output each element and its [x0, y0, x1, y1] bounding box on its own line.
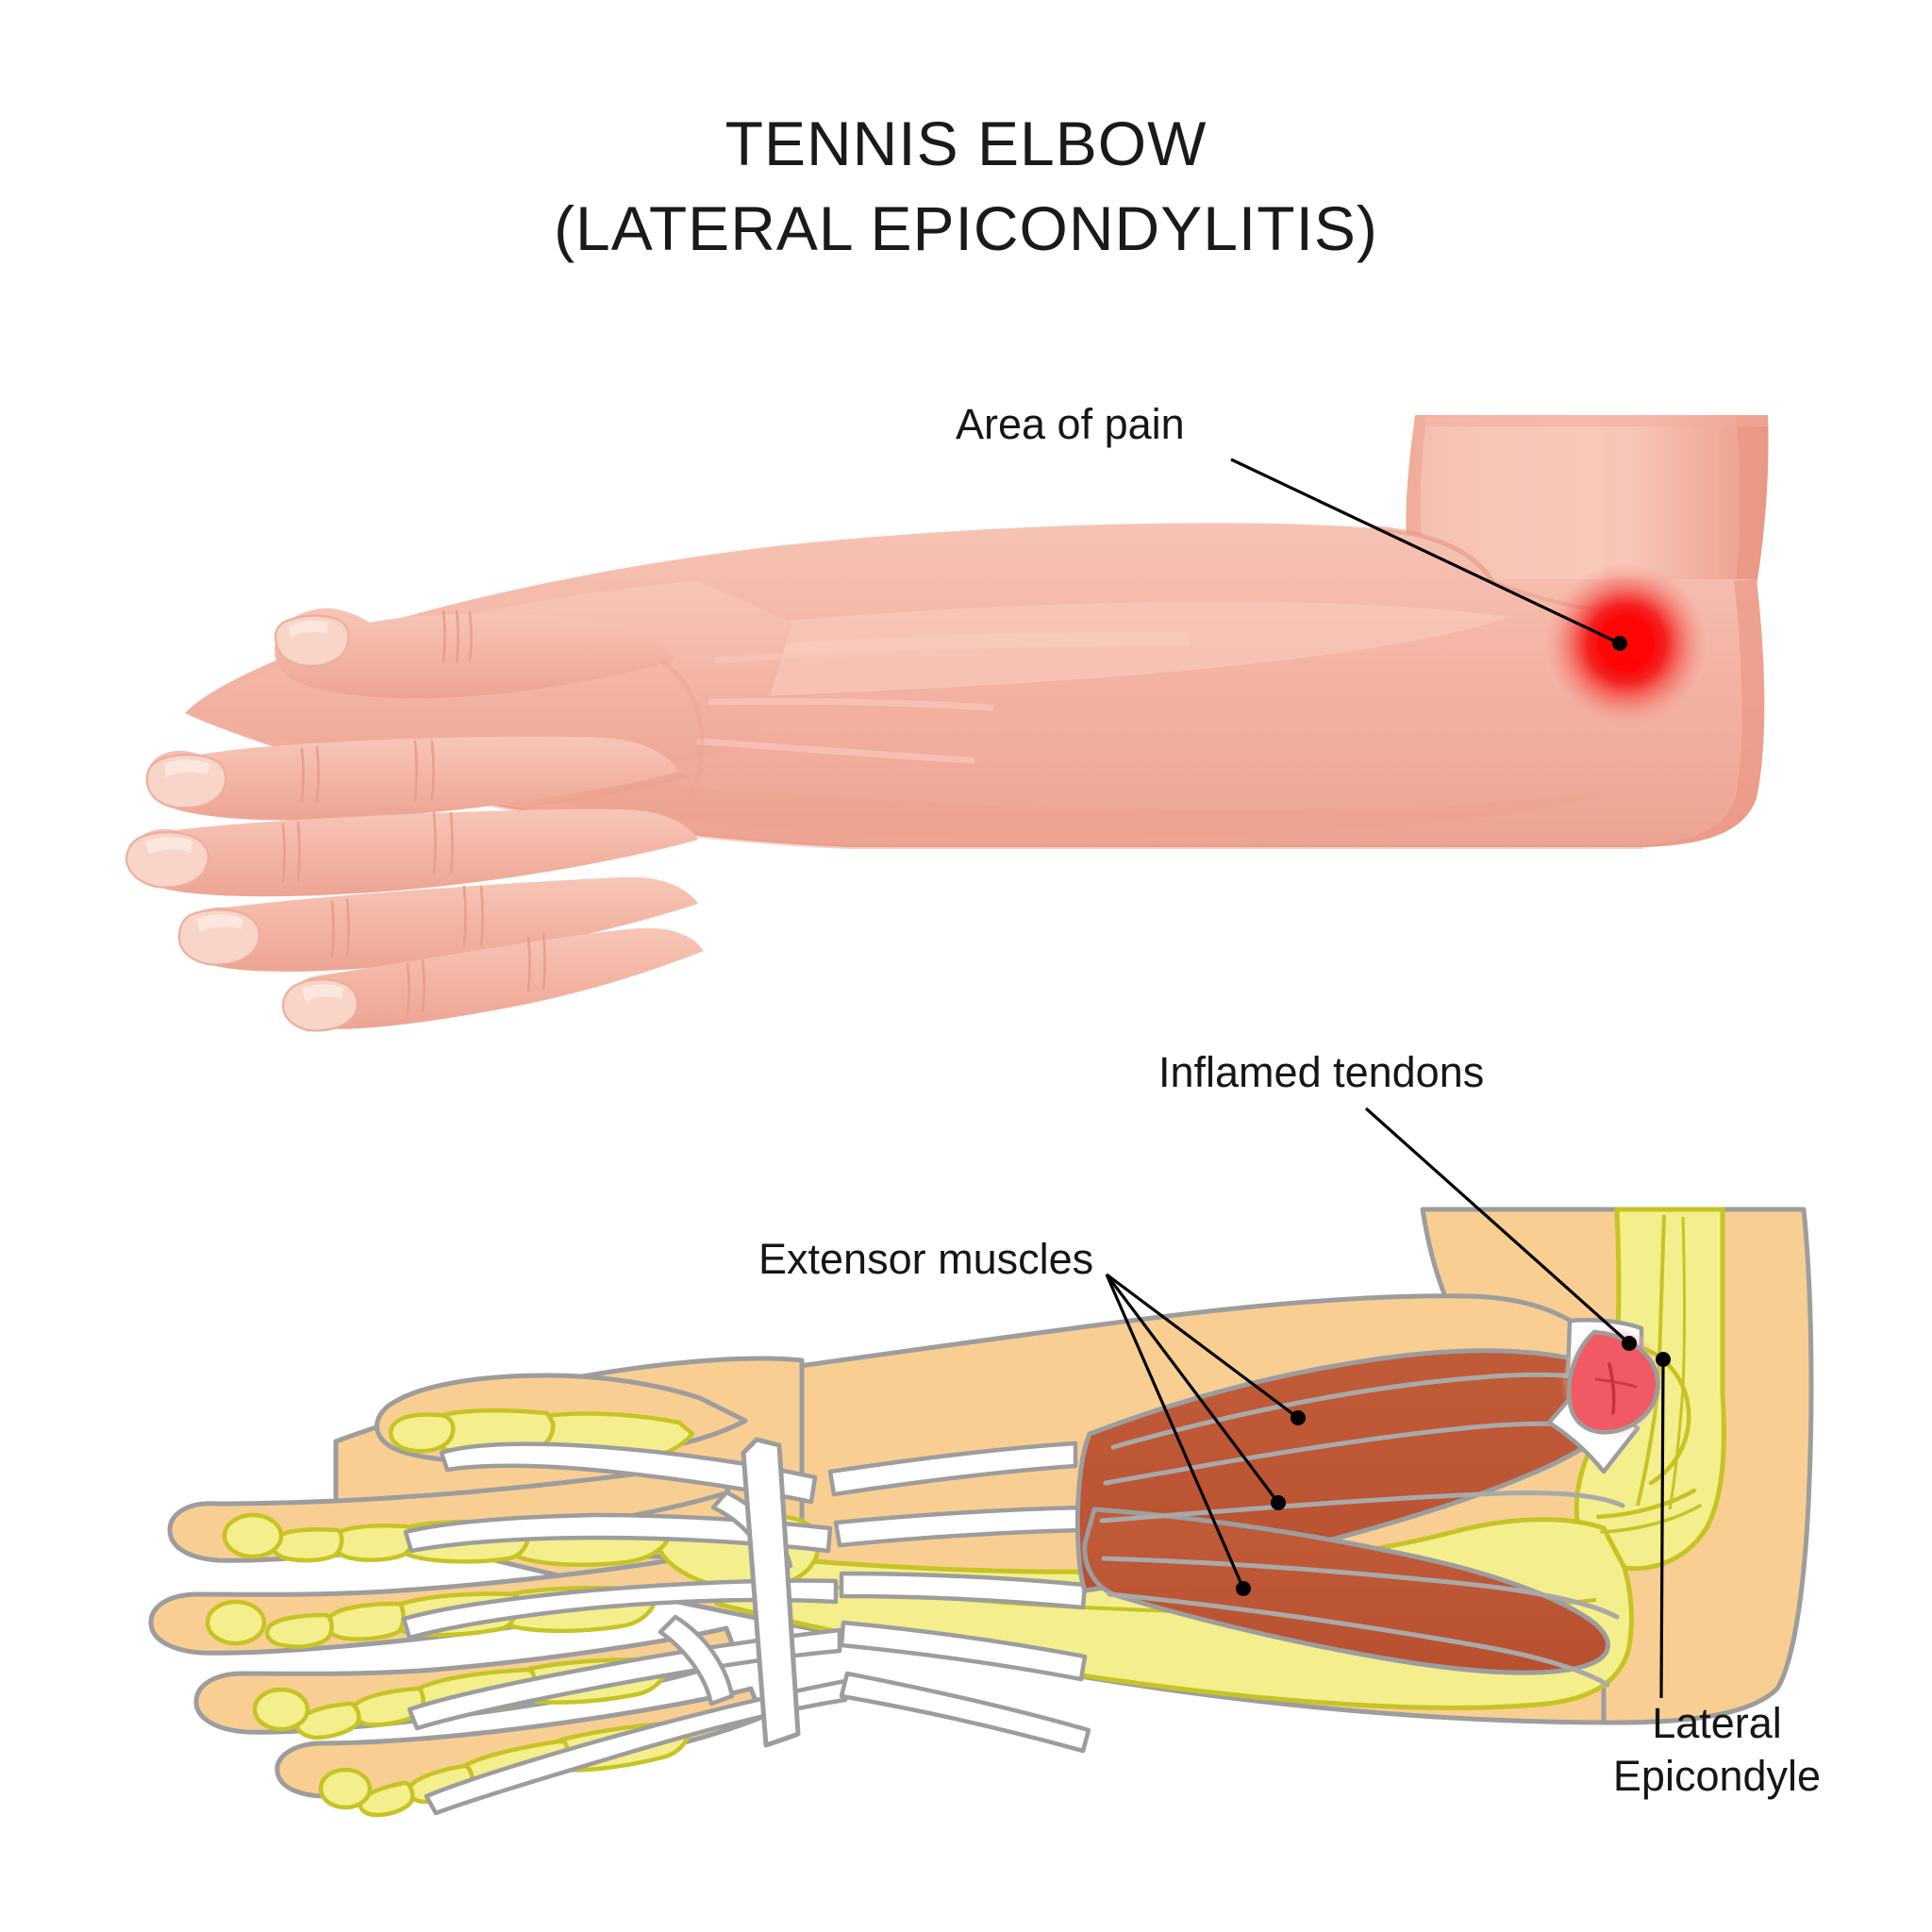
lateral-epicondyle-dot	[1656, 1352, 1671, 1367]
thumb-crease	[441, 609, 473, 664]
callout-inflamed-tendons: Inflamed tendons	[1158, 1048, 1637, 1351]
index-tip-bone	[222, 1512, 284, 1559]
area-of-pain-label: Area of pain	[956, 400, 1185, 448]
tendon-little	[424, 1678, 848, 1816]
index-crease	[300, 740, 435, 804]
middle-finger	[130, 808, 699, 897]
inflamed-tendons-dot	[1622, 1336, 1637, 1351]
extensor-muscles-leader-2	[1105, 1274, 1280, 1504]
forearm-tendon-4	[839, 1620, 1088, 1682]
tendon-index	[403, 1512, 833, 1554]
inflamed-fissure-2	[1594, 1377, 1638, 1389]
extensor-muscle-group	[1074, 1348, 1629, 1688]
upper-arm-edge-shadow	[1736, 415, 1769, 585]
little-finger	[289, 927, 704, 1029]
little-crease	[406, 932, 546, 1015]
little-nail-gloss	[302, 984, 343, 1002]
tendon-cross-2	[658, 1614, 735, 1707]
title-line-2: (LATERAL EPICONDYLITIS)	[554, 193, 1378, 263]
extensor-muscles-dot-2	[1271, 1495, 1286, 1510]
forearm-tendon-5	[839, 1671, 1091, 1754]
forearm-upper-rim	[1374, 525, 1495, 584]
title-line-1: TENNIS ELBOW	[725, 108, 1208, 178]
panel-surface-anatomy: Area of pain	[125, 400, 1769, 1032]
surface-hand	[125, 581, 994, 1032]
little-tip-bone	[318, 1767, 373, 1810]
lateral-epicondyle-label-line-2: Epicondyle	[1613, 1752, 1821, 1800]
callout-extensor-muscles: Extensor muscles	[758, 1235, 1306, 1596]
hand-tendon-lines	[696, 648, 994, 764]
area-of-pain-leader	[1230, 458, 1621, 645]
tendon-thumb	[439, 1441, 818, 1505]
elbow-joint-line-2	[1600, 1504, 1702, 1534]
ring-finger	[184, 876, 698, 972]
extensor-muscles-dot-1	[1291, 1410, 1306, 1425]
middle-nail-gloss	[145, 837, 192, 855]
elbow-joint-line	[1595, 1488, 1697, 1520]
tendon-middle	[401, 1578, 839, 1641]
ring-crease	[330, 885, 484, 958]
inflamed-fissure	[1607, 1362, 1616, 1415]
extensor-tendons	[401, 1441, 848, 1816]
thumb-nail-gloss	[289, 620, 328, 638]
inflamed-tendons-label: Inflamed tendons	[1158, 1048, 1484, 1096]
extensor-muscles-leader-1	[1106, 1273, 1299, 1420]
upper-arm-highlight	[1420, 417, 1604, 579]
area-of-pain-dot	[1612, 636, 1627, 651]
elbow-outer-shadow	[1643, 579, 1765, 847]
callout-area-of-pain: Area of pain	[956, 400, 1627, 651]
callout-lateral-epicondyle: Lateral Epicondyle	[1613, 1352, 1821, 1800]
distal-phalanx-middle	[264, 1612, 334, 1649]
middle-phalanx-ring	[349, 1686, 425, 1727]
lateral-epicondyle-label-line-1: Lateral	[1652, 1699, 1782, 1747]
figure-title: TENNIS ELBOW (LATERAL EPICONDYLITIS)	[554, 108, 1378, 263]
hand-web-shadow	[509, 772, 692, 808]
index-nail-gloss	[164, 759, 209, 777]
upper-arm-top-rim	[1415, 415, 1768, 426]
ring-tip-bone	[252, 1687, 310, 1732]
panel-deep-anatomy: Inflamed tendons Extensor muscles Latera…	[148, 1048, 1821, 1818]
distal-phalanx-index	[270, 1527, 344, 1563]
middle-tip-bone	[205, 1599, 267, 1646]
hand-knuckle-shadow	[658, 658, 705, 809]
thumb	[275, 608, 675, 699]
distal-phalanx-thumb	[389, 1412, 456, 1454]
index-finger	[145, 736, 680, 821]
extensor-muscles-label: Extensor muscles	[758, 1235, 1093, 1283]
forearm-tendon-3	[839, 1571, 1088, 1610]
ring-nail-gloss	[196, 914, 243, 932]
lateral-epicondyle-leader	[1659, 1358, 1665, 1699]
middle-phalanx-index	[329, 1524, 416, 1562]
inflamed-tendon-origin	[1560, 1321, 1668, 1441]
extensor-muscles-leader-3	[1105, 1274, 1245, 1590]
extensor-retinaculum	[741, 1437, 801, 1748]
middle-crease	[281, 811, 454, 883]
forearm-tendon-1	[827, 1441, 1078, 1497]
inflamed-tendons-leader	[1364, 1107, 1631, 1345]
extensor-muscle-belly-lower	[1082, 1507, 1610, 1675]
extensor-muscles-dot-3	[1236, 1581, 1251, 1596]
